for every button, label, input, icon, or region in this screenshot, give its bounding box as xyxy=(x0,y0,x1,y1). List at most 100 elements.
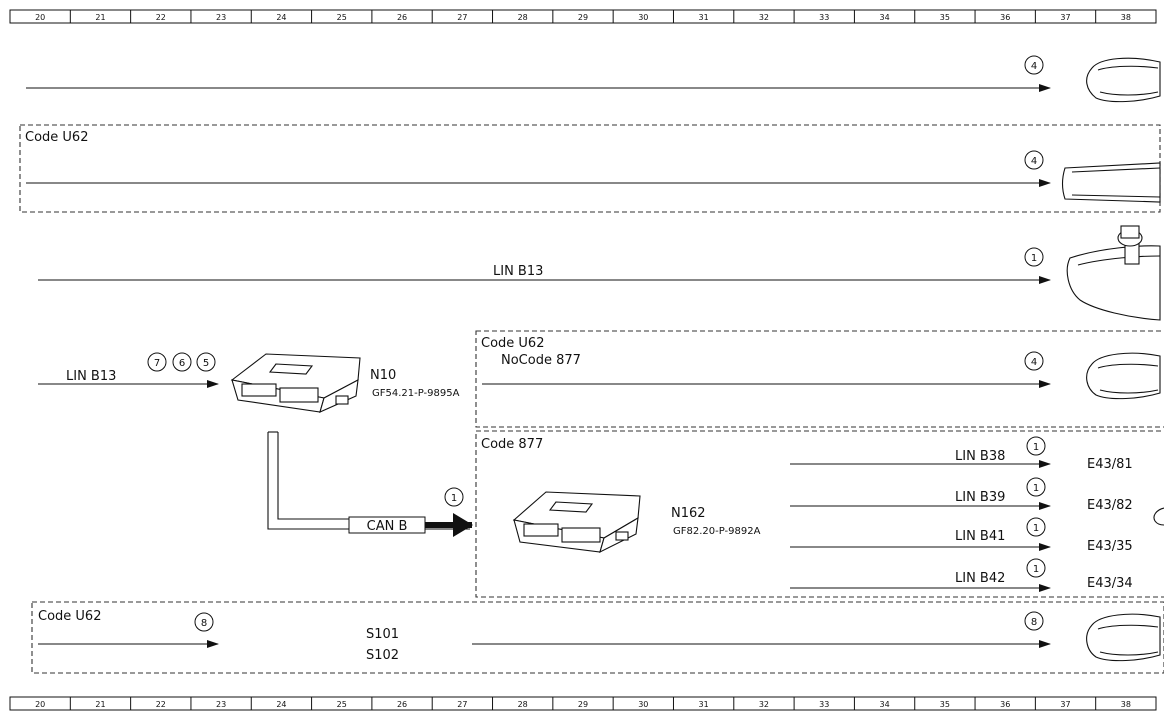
svg-text:6: 6 xyxy=(179,358,185,369)
ruler-cell: 26 xyxy=(397,13,407,22)
ruler-cell: 32 xyxy=(759,700,769,709)
callout-bottom-left: 8 xyxy=(194,612,214,632)
ruler-cell: 23 xyxy=(216,700,226,709)
ruler-cell: 37 xyxy=(1060,13,1070,22)
svg-text:7: 7 xyxy=(154,358,160,369)
lin-b41-label: LIN B41 xyxy=(955,529,1005,544)
ruler-cell: 21 xyxy=(95,13,105,22)
light-bar-icon xyxy=(1061,162,1161,203)
svg-text:4: 4 xyxy=(1031,156,1037,167)
ruler-cell: 24 xyxy=(276,13,286,22)
svg-text:1: 1 xyxy=(1031,253,1037,264)
ruler-cell: 35 xyxy=(940,13,950,22)
rear-view-mirror-icon xyxy=(1066,225,1161,321)
ruler-cell: 36 xyxy=(1000,700,1010,709)
e43-82-label: E43/82 xyxy=(1087,498,1133,513)
ruler-cell: 33 xyxy=(819,13,829,22)
ruler-cell: 21 xyxy=(95,700,105,709)
lin-b38-label: LIN B38 xyxy=(955,449,1005,464)
svg-text:1: 1 xyxy=(1033,483,1039,494)
ruler-cell: 30 xyxy=(638,700,648,709)
ruler-cell: 34 xyxy=(879,700,889,709)
no-code-877-label: NoCode 877 xyxy=(501,353,581,368)
ruler-cell: 28 xyxy=(518,13,528,22)
lin-b39-label: LIN B39 xyxy=(955,490,1005,505)
s102-label: S102 xyxy=(366,648,399,663)
callout-bottom-right: 8 xyxy=(1024,611,1044,631)
callout-n10-a: 7 xyxy=(147,352,167,372)
n162-control-unit-icon xyxy=(512,491,641,554)
ruler-cell: 23 xyxy=(216,13,226,22)
code-877-box xyxy=(475,430,1164,598)
lamp-icon-bottom xyxy=(1086,613,1161,662)
code-u62-label-top: Code U62 xyxy=(25,130,88,145)
ruler-cell: 32 xyxy=(759,13,769,22)
ruler-cell: 30 xyxy=(638,13,648,22)
ruler-cell: 24 xyxy=(276,700,286,709)
ruler-cell: 38 xyxy=(1121,13,1131,22)
n10-control-unit-icon xyxy=(230,353,361,413)
ruler-cell: 26 xyxy=(397,700,407,709)
e43-35-label: E43/35 xyxy=(1087,539,1133,554)
s101-label: S101 xyxy=(366,627,399,642)
lamp-icon-row4 xyxy=(1086,352,1161,400)
e43-81-label: E43/81 xyxy=(1087,457,1133,472)
callout-n10-c: 5 xyxy=(196,352,216,372)
callout-n10-b: 6 xyxy=(172,352,192,372)
can-b-label: CAN B xyxy=(367,519,408,534)
ruler-cell: 22 xyxy=(156,700,166,709)
ruler-cell: 27 xyxy=(457,700,467,709)
ruler-cell: 31 xyxy=(699,13,709,22)
callout-lin-b39: 1 xyxy=(1026,477,1046,497)
callout-row2: 4 xyxy=(1024,150,1044,170)
callout-row4: 4 xyxy=(1024,351,1044,371)
lin-b13-input-label: LIN B13 xyxy=(66,369,116,384)
code-u62-box-top xyxy=(19,124,1161,213)
ruler-cell: 29 xyxy=(578,13,588,22)
ruler-cell: 27 xyxy=(457,13,467,22)
svg-text:1: 1 xyxy=(1033,523,1039,534)
callout-lin-b42: 1 xyxy=(1026,558,1046,578)
ruler-cell: 33 xyxy=(819,700,829,709)
ruler-cell: 29 xyxy=(578,700,588,709)
callout-row3: 1 xyxy=(1024,247,1044,267)
callout-lin-b38: 1 xyxy=(1026,436,1046,456)
lamp-fragment-icon xyxy=(1153,507,1164,526)
callout-can-b: 1 xyxy=(444,487,464,507)
n162-ref: GF82.20-P-9892A xyxy=(673,526,761,537)
ruler-cell: 22 xyxy=(156,13,166,22)
ruler-cell: 20 xyxy=(35,13,45,22)
code-u62-label-bottom: Code U62 xyxy=(38,609,101,624)
ruler-cell: 38 xyxy=(1121,700,1131,709)
top-ruler: 20 21 22 23 24 25 26 27 28 29 30 31 32 33 34 35 36 37 38 xyxy=(9,9,1157,24)
svg-text:1: 1 xyxy=(451,493,457,504)
ruler-cell: 25 xyxy=(337,13,347,22)
svg-text:8: 8 xyxy=(201,618,207,629)
svg-text:4: 4 xyxy=(1031,357,1037,368)
ruler-cell: 34 xyxy=(879,13,889,22)
ruler-cell: 37 xyxy=(1060,700,1070,709)
lin-b42-label: LIN B42 xyxy=(955,571,1005,586)
ruler-cell: 25 xyxy=(337,700,347,709)
n10-name: N10 xyxy=(370,368,396,383)
svg-text:1: 1 xyxy=(1033,442,1039,453)
callout-lin-b41: 1 xyxy=(1026,517,1046,537)
svg-text:8: 8 xyxy=(1031,617,1037,628)
n162-name: N162 xyxy=(671,506,706,521)
lamp-icon xyxy=(1086,57,1161,103)
ruler-cell: 35 xyxy=(940,700,950,709)
svg-text:1: 1 xyxy=(1033,564,1039,575)
code-u62-box-bottom xyxy=(31,601,1164,674)
callout-row1: 4 xyxy=(1024,55,1044,75)
svg-text:5: 5 xyxy=(203,358,209,369)
code-u62-box-mid xyxy=(475,330,1164,428)
e43-34-label: E43/34 xyxy=(1087,576,1133,591)
lin-b13-upper-label: LIN B13 xyxy=(493,264,543,279)
n10-ref: GF54.21-P-9895A xyxy=(372,388,460,399)
ruler-cell: 36 xyxy=(1000,13,1010,22)
code-877-label: Code 877 xyxy=(481,437,543,452)
ruler-cell: 31 xyxy=(699,700,709,709)
ruler-cell: 28 xyxy=(518,700,528,709)
